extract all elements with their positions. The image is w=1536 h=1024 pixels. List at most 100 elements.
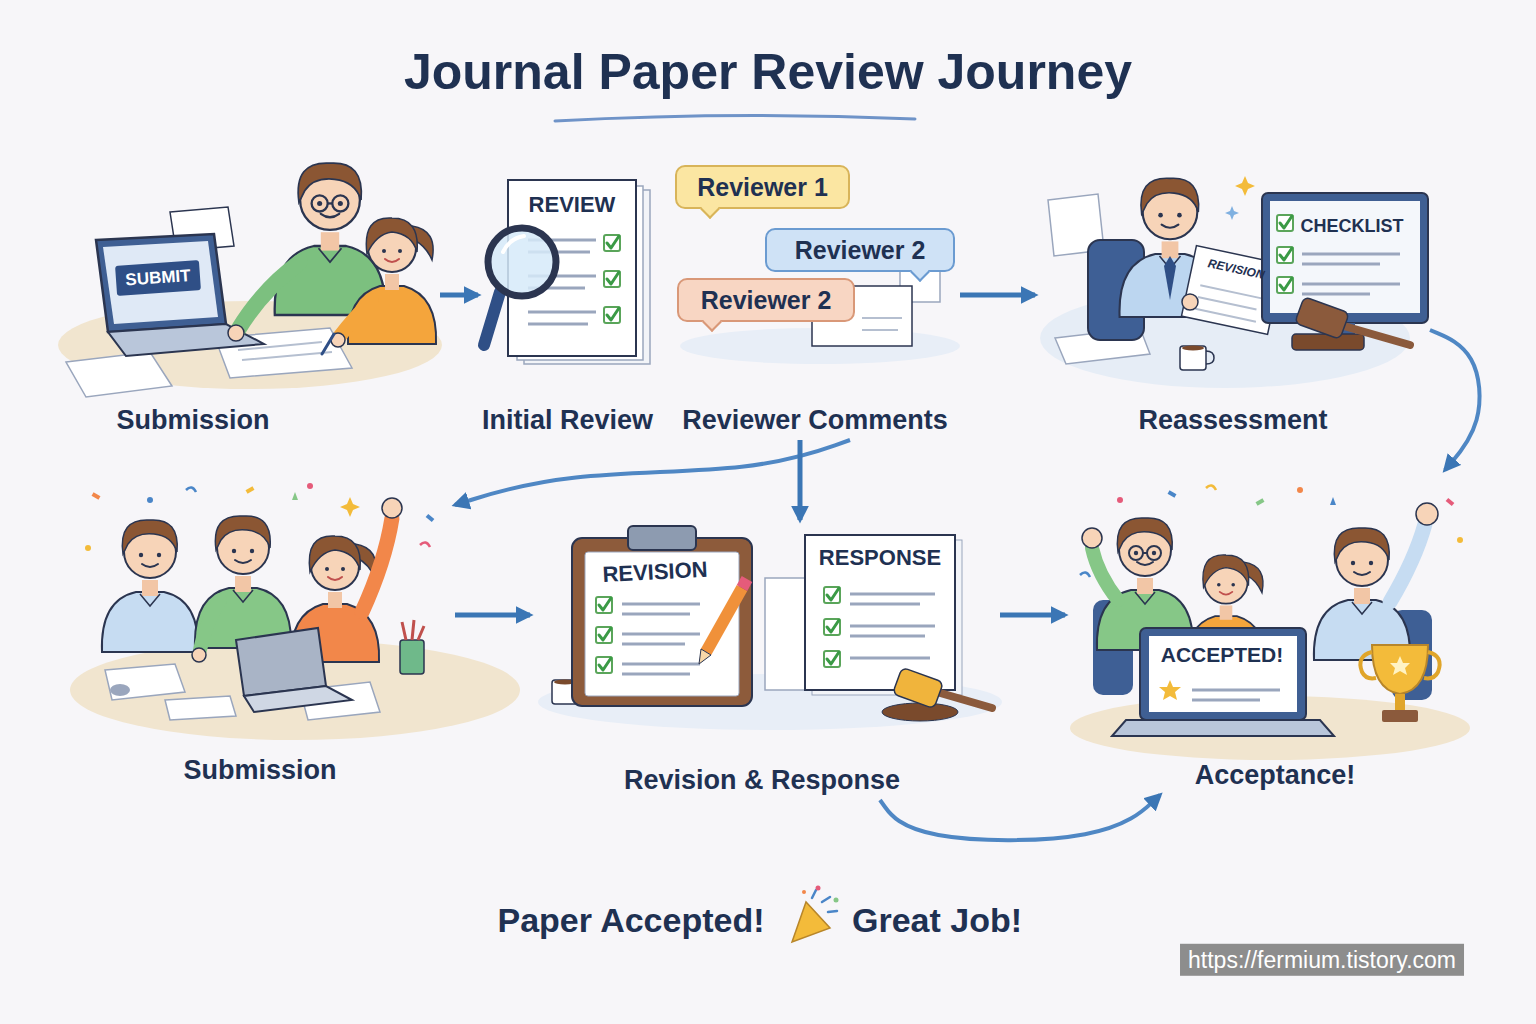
celebration-scene [1192, 690, 1280, 700]
submission-scene [228, 325, 244, 341]
celebration-scene [1297, 487, 1303, 493]
team-scene [105, 664, 185, 700]
celebration-scene [1140, 628, 1306, 720]
team-scene [420, 542, 430, 547]
revision-scene [742, 579, 747, 588]
celebration-scene [1206, 485, 1216, 490]
stage-panel: Submission [55, 150, 440, 440]
celebration-scene [1390, 656, 1410, 675]
reassessment-scene [1235, 176, 1255, 196]
review-document [604, 235, 620, 251]
reassessment-scene [1164, 256, 1176, 300]
team-scene [400, 640, 424, 674]
submission-scene [58, 163, 442, 397]
title-underline [555, 115, 915, 121]
bubble-tail [702, 312, 722, 332]
flow-arrow [440, 293, 478, 298]
document-heading: REVIEW [529, 192, 616, 217]
team-scene [165, 696, 236, 720]
team-scene [246, 486, 255, 493]
revision-scene [824, 651, 840, 667]
bubble-text: Reviewer 1 [697, 173, 828, 202]
stage-label: Submission [116, 405, 269, 436]
revision-scene [706, 588, 742, 652]
speech-bubble: Reviewer 1 [675, 165, 850, 209]
reassessment-scene [1262, 193, 1428, 323]
reassessment-scene [1040, 176, 1428, 388]
reassessment-scene [1277, 247, 1293, 263]
stage-label: Initial Review [482, 405, 653, 436]
revision-scene [824, 587, 840, 603]
party-popper [802, 890, 806, 894]
submission-scene [312, 195, 349, 211]
magnifier [484, 228, 556, 345]
team-scene [110, 684, 130, 696]
stage-panel: Reassessment [1035, 150, 1430, 440]
screen-heading: CHECKLIST [1301, 216, 1404, 237]
celebration-scene [1129, 546, 1161, 560]
caption: Paper Accepted! [497, 901, 764, 940]
revision-scene [699, 649, 711, 664]
submission-scene [115, 260, 201, 296]
revision-scene [538, 526, 1002, 730]
celebration-scene [1168, 490, 1177, 497]
party-popper [834, 898, 839, 903]
team-scene [70, 483, 520, 740]
stage-label-block: Submission [116, 405, 269, 436]
stage-panel: Acceptance! [1065, 470, 1470, 795]
reassessment-scene [1302, 254, 1400, 294]
stage-label-block: Acceptance! [1195, 760, 1356, 791]
revision-scene [596, 597, 612, 613]
revision-scene [572, 538, 752, 706]
speech-bubble: Reviewer 2 [677, 278, 855, 322]
stage-label-block: Reviewer Comments [682, 405, 948, 436]
revision-scene [628, 526, 696, 550]
team-scene [186, 487, 196, 492]
party-popper [812, 890, 837, 912]
celebration-scene [1149, 636, 1297, 712]
screen-heading: ACCEPTED! [1161, 643, 1284, 667]
reassessment-scene [1277, 215, 1293, 231]
celebration-scene [1080, 572, 1090, 577]
flow-arrow [960, 293, 1035, 298]
celebration-scene [1330, 497, 1336, 505]
stage-panel: Reviewer 1Reviewer 2Reviewer 2Reviewer C… [670, 150, 960, 440]
team-scene [402, 620, 424, 640]
celebration-scene [1424, 652, 1440, 678]
submission-scene [96, 234, 226, 332]
magnifier [503, 236, 524, 252]
celebration-scene [1395, 694, 1405, 710]
celebration-scene [1112, 720, 1334, 736]
flow-arrow [1000, 613, 1065, 618]
flow-arrow [798, 440, 803, 520]
party-popper [816, 886, 821, 891]
reviewer-papers [862, 318, 902, 330]
revision-scene [596, 657, 612, 673]
party-popper [792, 886, 839, 943]
team-scene [192, 648, 206, 662]
team-scene [244, 686, 352, 712]
team-scene [102, 520, 198, 652]
revision-scene [850, 594, 935, 658]
submission-scene [103, 241, 218, 324]
submission-scene [348, 218, 436, 344]
celebration-scene [1416, 503, 1438, 525]
revision-scene [596, 627, 612, 643]
celebration-scene [1372, 645, 1428, 694]
celebration-scene [1082, 528, 1102, 548]
revision-scene [893, 667, 944, 708]
team-scene [340, 497, 360, 517]
celebration-scene [1070, 485, 1470, 760]
review-document [604, 271, 620, 287]
team-scene [426, 514, 435, 522]
reassessment-scene [1180, 346, 1214, 371]
submission-scene [108, 324, 264, 356]
magnifier [484, 292, 500, 345]
stage-label-block: Initial Review [482, 405, 653, 436]
celebration-scene [1256, 498, 1265, 505]
flow-arrow [455, 440, 850, 505]
celebration-scene [1092, 548, 1118, 600]
submission-scene [238, 262, 300, 330]
